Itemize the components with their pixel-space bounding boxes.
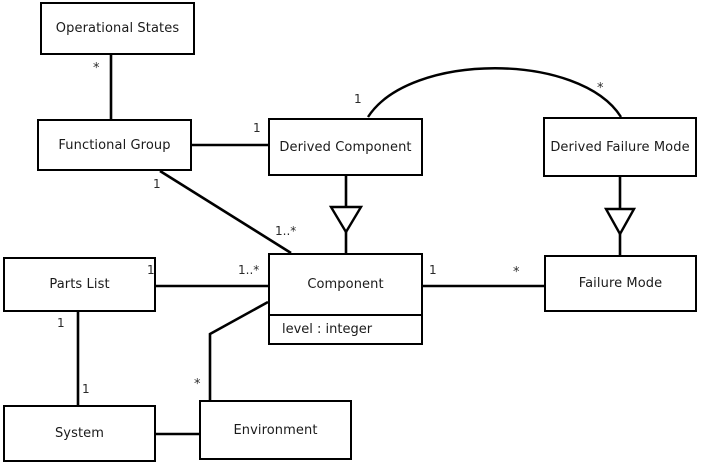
class-name-operational-states: Operational States: [55, 21, 180, 36]
class-operational-states[interactable]: Operational States: [40, 2, 195, 55]
class-name-derived-component: Derived Component: [279, 139, 412, 155]
multiplicity-functional-group-component-far: 1..*: [275, 224, 297, 238]
class-name-derived-failure-mode: Derived Failure Mode: [550, 139, 690, 155]
multiplicity-parts-list-system-near: 1: [57, 316, 65, 330]
class-attribute-component-level: level : integer: [270, 314, 421, 343]
edge-derived-component-derived-failure-mode: [366, 67, 623, 118]
multiplicity-environment-component: *: [194, 377, 201, 392]
class-name-environment: Environment: [233, 422, 318, 438]
multiplicity-functional-group-component: 1: [153, 177, 161, 191]
class-system[interactable]: System: [3, 405, 156, 462]
multiplicity-component-failure-mode-far: *: [513, 265, 520, 280]
class-name-failure-mode: Failure Mode: [578, 276, 663, 291]
class-name-component: Component: [307, 277, 384, 292]
multiplicity-functional-group-derived-component: 1: [253, 121, 261, 135]
multiplicity-parts-list-component-far: 1..*: [238, 263, 260, 277]
inheritance-triangle-derived-component: [328, 205, 364, 235]
class-name-system: System: [54, 426, 105, 441]
class-component[interactable]: Component level : integer: [268, 253, 423, 345]
multiplicity-derived-failure-mode-from-derived-component: *: [597, 81, 604, 96]
inheritance-triangle-derived-failure-mode: [603, 207, 637, 237]
class-name-parts-list: Parts List: [49, 277, 110, 292]
class-environment[interactable]: Environment: [199, 400, 352, 460]
class-functional-group[interactable]: Functional Group: [37, 119, 192, 171]
class-name-functional-group: Functional Group: [58, 137, 171, 153]
class-failure-mode[interactable]: Failure Mode: [544, 255, 697, 312]
edge-functional-group-component: [159, 169, 292, 255]
multiplicity-parts-list-system-far: 1: [82, 382, 90, 396]
edge-component-environment: [208, 300, 269, 400]
multiplicity-component-failure-mode-near: 1: [429, 263, 437, 277]
multiplicity-operational-states-functional-group: *: [93, 61, 100, 76]
multiplicity-derived-component-derived-failure-mode: 1: [354, 92, 362, 106]
class-derived-component[interactable]: Derived Component: [268, 118, 423, 176]
class-parts-list[interactable]: Parts List: [3, 257, 156, 312]
class-derived-failure-mode[interactable]: Derived Failure Mode: [543, 117, 697, 177]
multiplicity-parts-list-component-near: 1: [147, 263, 155, 277]
